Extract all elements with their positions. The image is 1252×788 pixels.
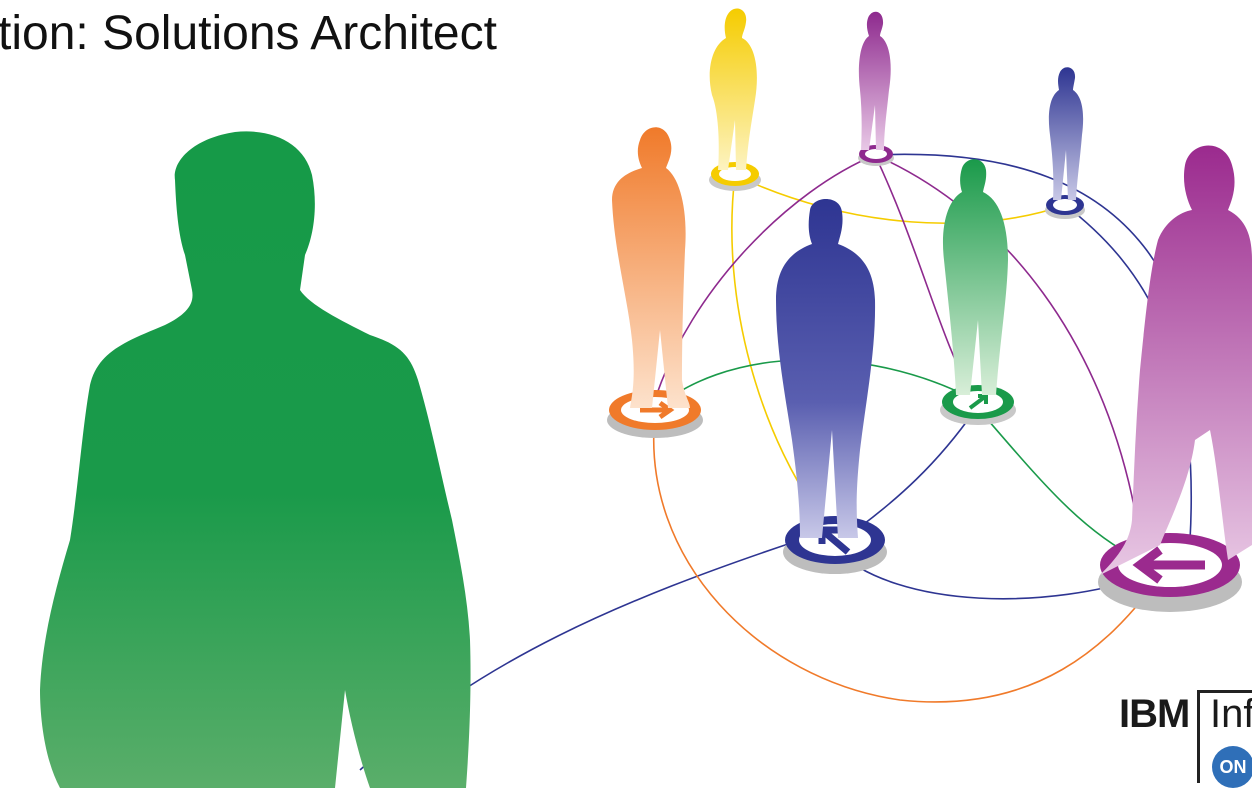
platform-navy [783,516,887,574]
navy-center-figure [776,199,876,538]
purple-figure [858,11,891,150]
platform-magenta [1098,533,1242,612]
magenta-figure [1100,145,1252,575]
orange-figure [612,127,690,409]
connection-line [652,414,1151,703]
connection-line [874,153,1176,301]
logo-word-top: Infor [1210,692,1252,736]
on-badge-icon: ON [1212,746,1252,788]
yellow-figure [709,8,757,170]
platform-yellow [709,162,761,191]
platform-navy-small [1045,195,1085,219]
slide-title: tion: Solutions Architect [0,7,497,60]
green-small-figure [942,159,1008,395]
ibm-logo: IBM [1119,692,1190,736]
connection-line [974,404,1141,561]
connection-line [734,174,1066,224]
connection-line [874,154,1141,541]
navy-small-figure [1048,67,1084,200]
connection-lines [359,153,1193,771]
platform-orange [607,390,703,438]
logo-bracket [1197,690,1252,783]
platform-green [940,385,1016,425]
large-green-figure [40,131,471,788]
